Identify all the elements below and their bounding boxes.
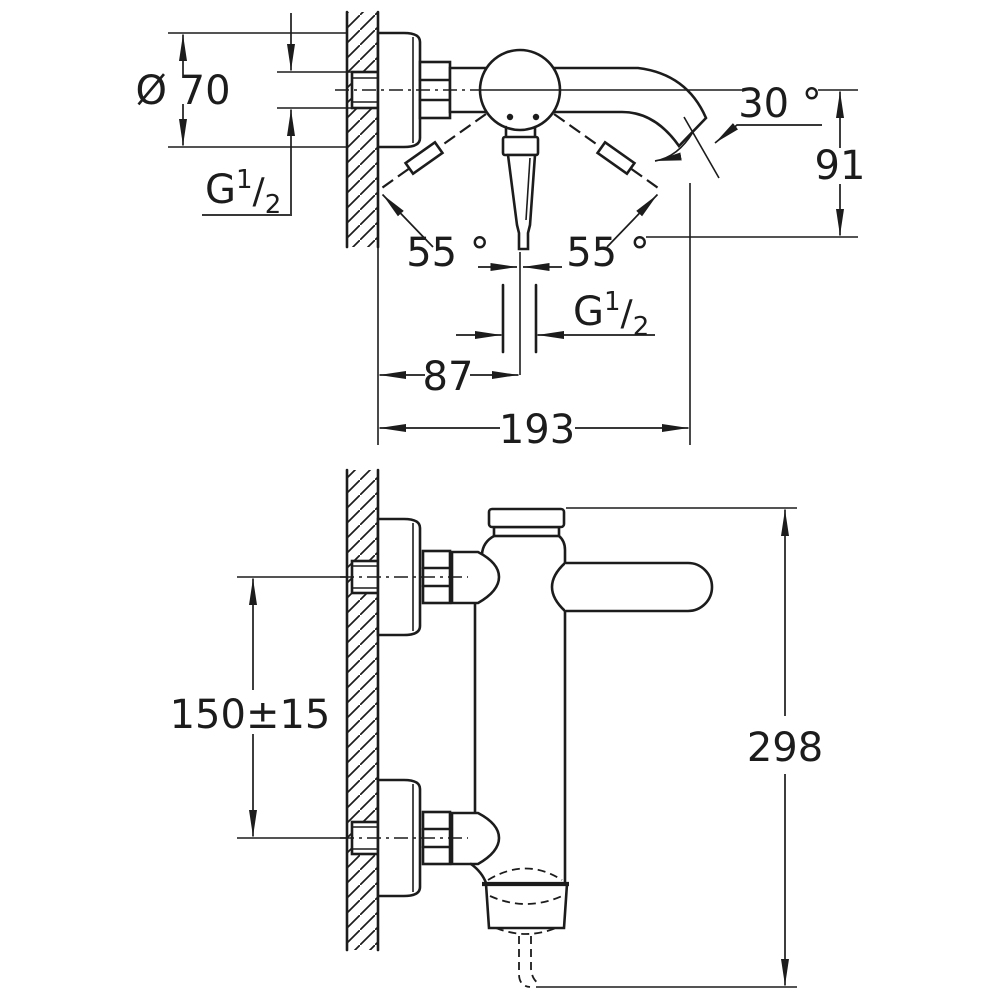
spout-outlet-cup [482,867,569,935]
dim-swing-left: 55 ° [381,193,517,276]
dim-wall-to-center: 87 [379,354,519,400]
dim-connection-spacing-label: 150±15 [170,692,331,738]
body-side-view [473,534,567,885]
dome-pin-left [506,113,514,121]
union-bell-lower [450,811,501,866]
dim-swing-left-label: 55 ° [406,230,490,276]
dim-flange-diameter-label: Ø 70 [135,68,230,114]
spout-angle-reference-line [683,116,720,179]
wall-hatch [347,12,378,247]
lever-handle-side-view [565,561,714,613]
swivel-arrow [654,131,694,162]
dim-wall-to-spout: 193 [379,183,691,453]
union-bell-upper [450,550,501,605]
handle-cove [550,561,567,613]
dim-flange-diameter: Ø 70 [135,34,231,146]
top-view: Ø 70 G1/2 30 ° 91 55 ° [135,10,866,453]
dim-connection-spacing: 150±15 [170,576,346,839]
dim-wall-to-spout-label: 193 [499,407,575,453]
wall-hatch-side [347,470,378,950]
outlet-transition [469,862,488,885]
dome-pin-right [532,113,540,121]
dim-thread-outlet: G1/2 [456,287,655,342]
dim-thread-supply: G1/2 [202,13,295,220]
dim-spout-angle-label: 30 ° [738,81,822,127]
lever-handle-top-view [501,125,540,251]
dim-handle-projection: 91 [646,91,866,238]
dim-wall-to-center-label: 87 [423,354,474,400]
dim-thread-supply-label: G1/2 [205,165,281,220]
dim-spout-angle: 30 ° [714,81,822,144]
dim-thread-outlet-label: G1/2 [573,287,649,342]
cap-neck-ring [492,525,561,538]
dim-total-height-label: 298 [747,725,823,771]
dim-total-height: 298 [536,507,823,988]
handle-ghost-right [595,140,637,176]
dim-swing-right-label: 55 ° [566,230,650,276]
side-view: 150±15 298 [170,468,823,988]
outlet-stub [518,936,539,988]
dim-handle-projection-label: 91 [815,143,866,189]
cartridge-cap [487,507,566,529]
dim-swing-right: 55 ° [523,193,659,276]
handle-ghost-left [403,140,445,176]
